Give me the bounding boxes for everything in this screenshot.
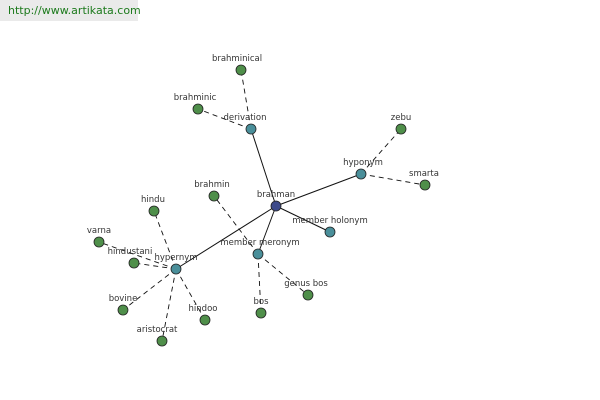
relation-label-member-holonym[interactable]: member holonym (292, 216, 367, 226)
relation-label-hyponym[interactable]: hyponym (343, 158, 383, 168)
word-node-aristocrat[interactable] (156, 335, 168, 347)
relation-label-member-meronym[interactable]: member meronym (220, 238, 299, 248)
word-node-zebu[interactable] (395, 123, 407, 135)
relation-edge-member-holonym (275, 205, 331, 233)
relation-edge-hyponym (275, 173, 362, 207)
word-node-hindu[interactable] (148, 205, 160, 217)
word-node-bovine[interactable] (117, 304, 129, 316)
graph-labels: brahminical brahminic zebu smarta brahmin gen… (87, 54, 439, 335)
source-link[interactable]: http://www.artikata.com (8, 4, 141, 17)
word-label-hindu[interactable]: hindu (141, 195, 165, 205)
word-label-aristocrat[interactable]: aristocrat (137, 325, 178, 335)
center-label-brahman[interactable]: brahman (257, 190, 295, 200)
relation-node-member-meronym[interactable] (252, 248, 264, 260)
word-edge-hindoo (175, 268, 206, 321)
word-label-brahmin[interactable]: brahmin (194, 180, 230, 190)
word-node-hindustani[interactable] (128, 257, 140, 269)
word-label-hindoo[interactable]: hindoo (189, 304, 218, 314)
graph-edges (98, 69, 426, 342)
source-banner: http://www.artikata.com (0, 0, 141, 21)
word-label-varna[interactable]: varna (87, 226, 111, 236)
word-label-bos[interactable]: bos (253, 297, 269, 307)
relation-label-derivation[interactable]: derivation (223, 113, 266, 123)
relation-label-hypernym[interactable]: hypernym (154, 253, 197, 263)
word-label-brahminical[interactable]: brahminical (212, 54, 262, 64)
word-edge-bos (257, 253, 262, 314)
word-edge-aristocrat (161, 268, 177, 342)
word-edge-brahminical (240, 69, 252, 130)
word-label-zebu[interactable]: zebu (391, 113, 411, 123)
word-node-varna[interactable] (93, 236, 105, 248)
word-edge-brahminic (197, 108, 252, 130)
graph-nodes (93, 64, 431, 347)
center-node-brahman[interactable] (270, 200, 282, 212)
relation-edge-hypernym (175, 205, 277, 270)
word-edge-genus-bos (257, 253, 309, 296)
word-node-bos[interactable] (255, 307, 267, 319)
word-node-genus-bos[interactable] (302, 289, 314, 301)
relation-edge-derivation (250, 128, 277, 207)
word-label-smarta[interactable]: smarta (409, 169, 439, 179)
word-node-brahminic[interactable] (192, 103, 204, 115)
word-node-hindoo[interactable] (199, 314, 211, 326)
word-edge-varna (98, 241, 177, 270)
word-label-hindustani[interactable]: hindustani (108, 247, 153, 257)
word-label-genus-bos[interactable]: genus bos (284, 279, 328, 289)
relation-node-hyponym[interactable] (355, 168, 367, 180)
word-label-brahminic[interactable]: brahminic (174, 93, 217, 103)
word-edge-zebu (360, 128, 402, 175)
word-edge-brahmin (213, 195, 259, 255)
word-node-smarta[interactable] (419, 179, 431, 191)
relation-node-derivation[interactable] (245, 123, 257, 135)
word-edge-bovine (122, 268, 177, 311)
word-node-brahmin[interactable] (208, 190, 220, 202)
word-edge-hindustani (133, 262, 177, 270)
word-edge-smarta (360, 173, 426, 186)
relation-node-hypernym[interactable] (170, 263, 182, 275)
word-node-brahminical[interactable] (235, 64, 247, 76)
relation-edge-member-meronym (257, 205, 277, 255)
word-label-bovine[interactable]: bovine (109, 294, 138, 304)
word-edge-hindu (153, 210, 177, 270)
relation-node-member-holonym[interactable] (324, 226, 336, 238)
